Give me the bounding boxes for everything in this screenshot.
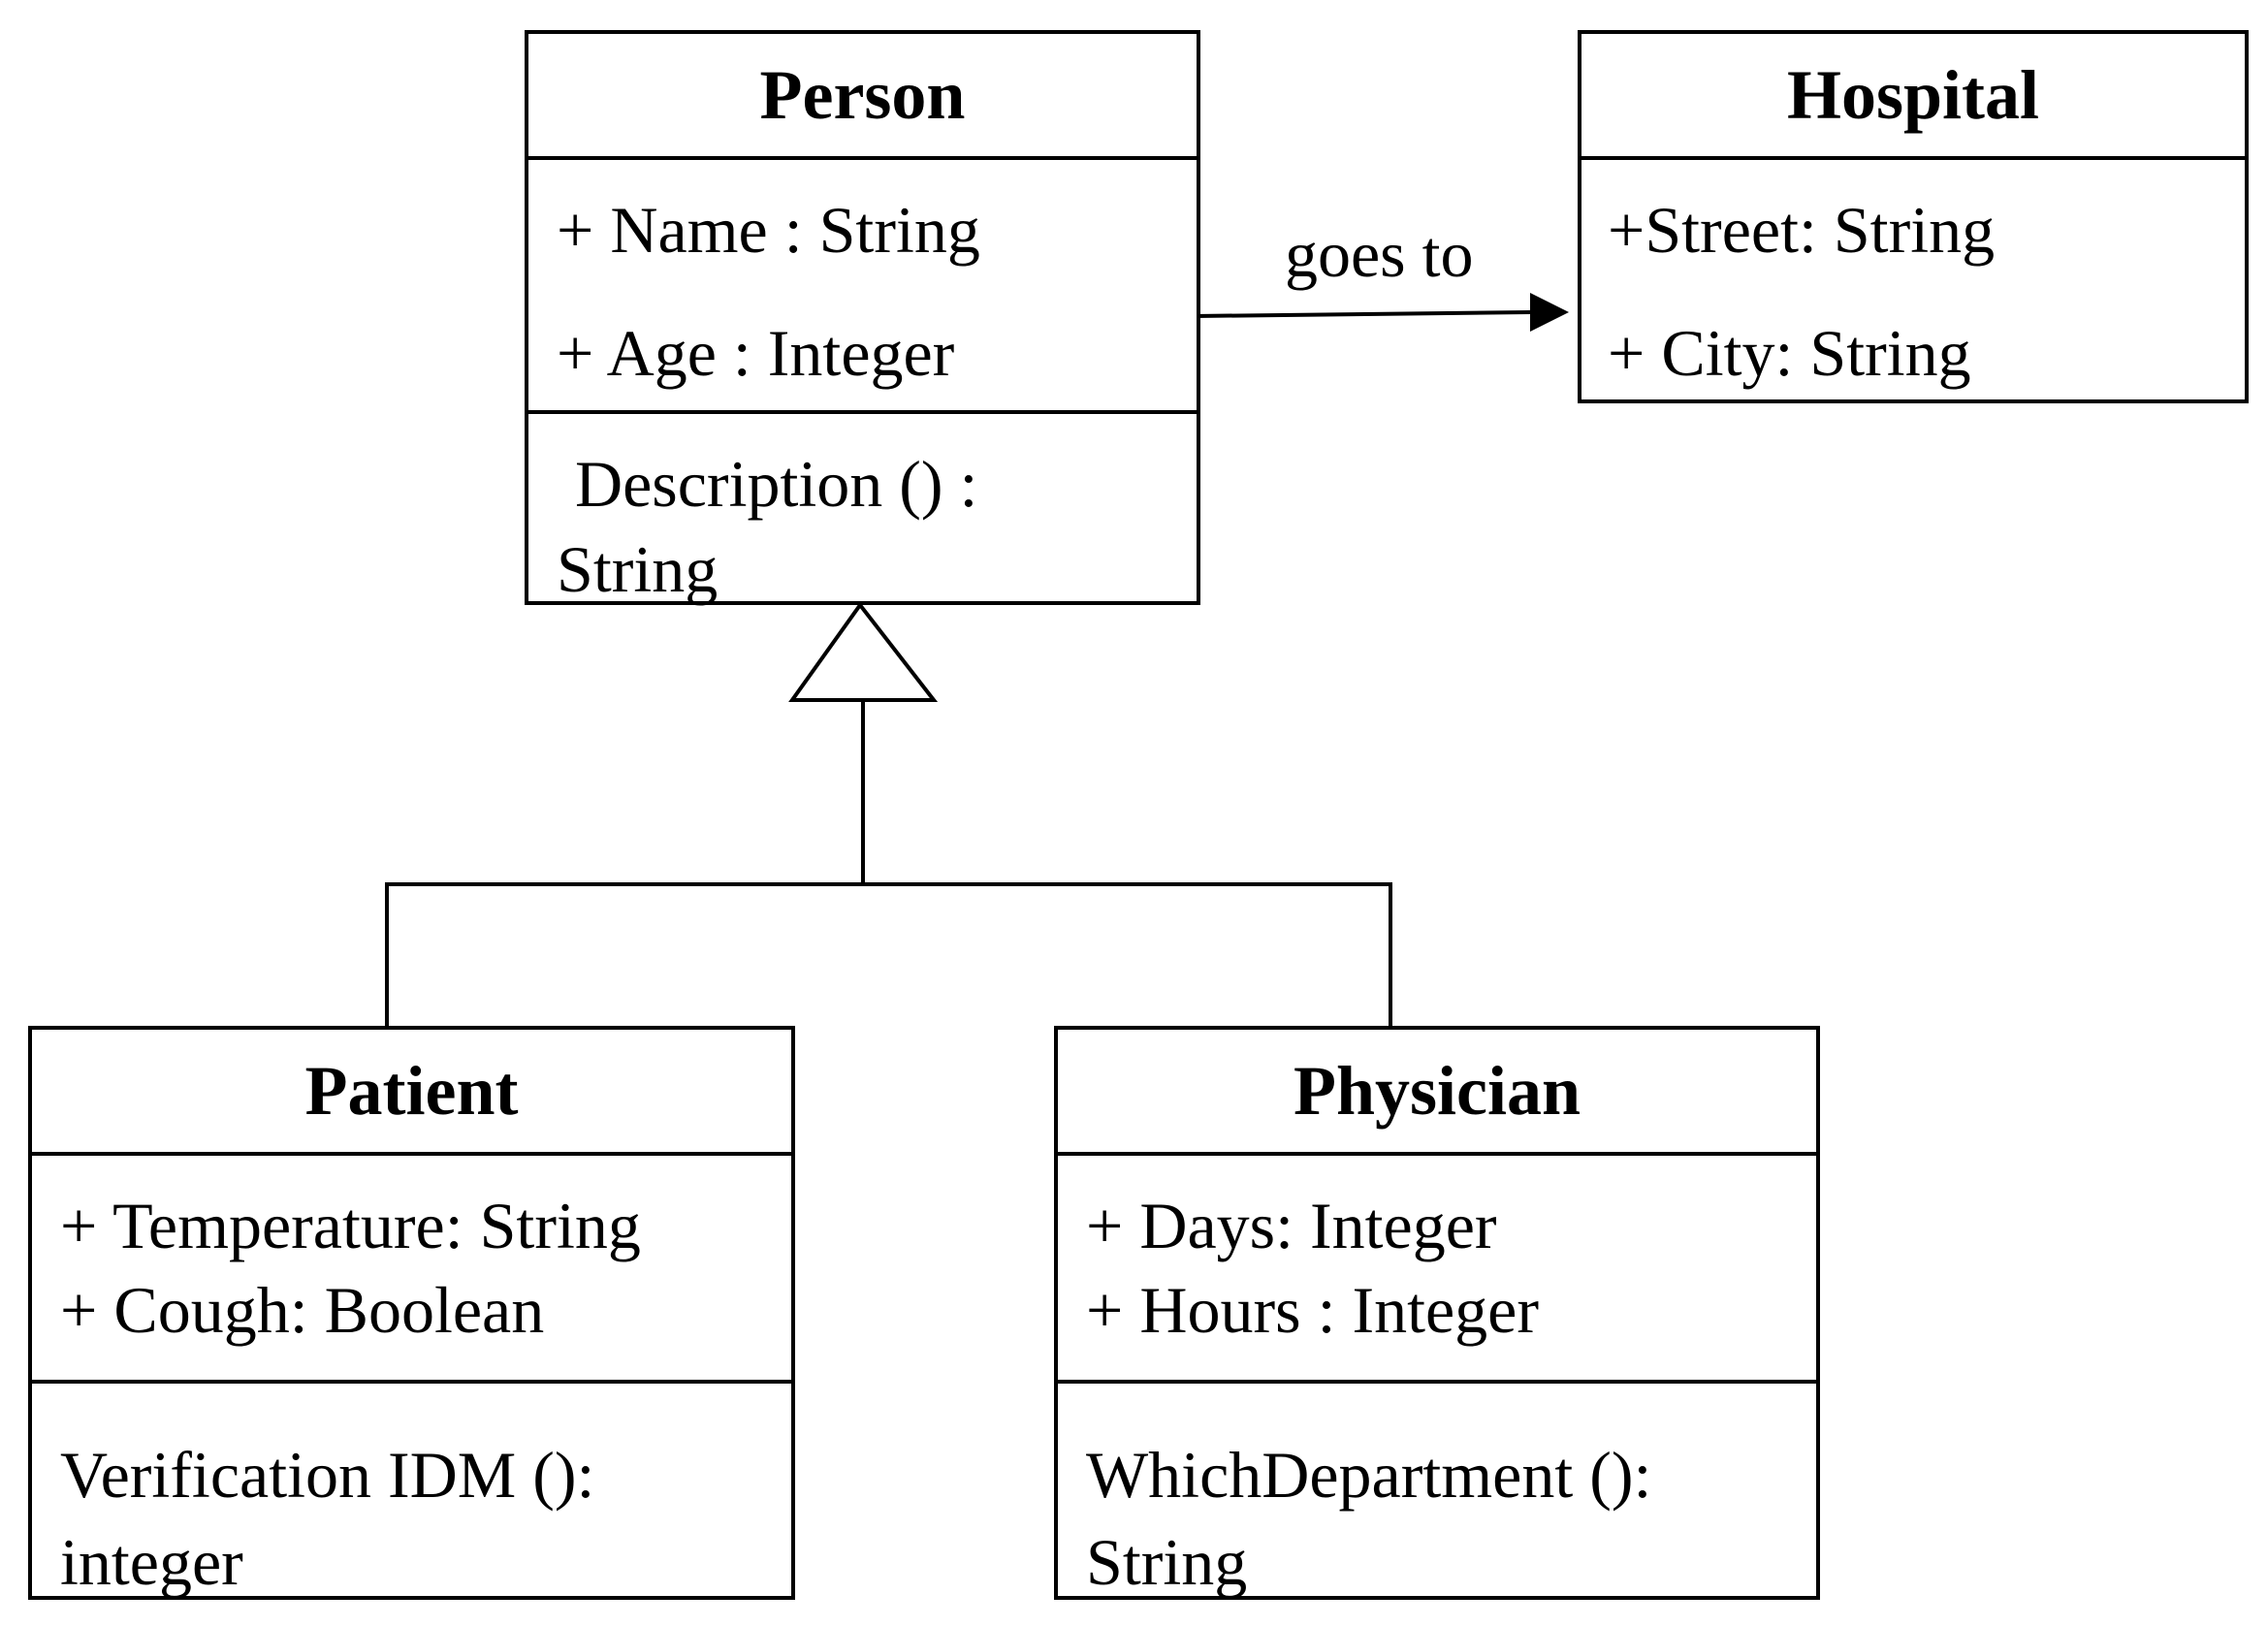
class-header: Patient bbox=[32, 1030, 791, 1156]
class-header: Physician bbox=[1058, 1030, 1816, 1156]
operations-section: Verification IDM (): integer bbox=[32, 1384, 791, 1596]
attribute-item: + Cough: Boolean bbox=[60, 1273, 545, 1347]
class-person[interactable]: Person + Name : String + Age : Integer D… bbox=[525, 30, 1200, 605]
operation-item: String bbox=[1086, 1525, 1248, 1599]
association-label: goes to bbox=[1285, 217, 1474, 291]
operation-item: Verification IDM (): bbox=[60, 1438, 595, 1512]
operation-item: WhichDepartment (): bbox=[1086, 1438, 1652, 1512]
attribute-item: + Hours : Integer bbox=[1086, 1273, 1540, 1347]
class-header: Person bbox=[528, 34, 1197, 160]
attributes-section: + Name : String + Age : Integer bbox=[528, 160, 1197, 414]
class-hospital[interactable]: Hospital +Street: String + City: String bbox=[1578, 30, 2249, 403]
class-header: Hospital bbox=[1581, 34, 2245, 160]
class-name: Physician bbox=[1293, 1052, 1581, 1130]
generalization-triangle bbox=[788, 601, 939, 702]
operation-item: String bbox=[557, 532, 719, 606]
attribute-item: + Days: Integer bbox=[1086, 1189, 1497, 1262]
attribute-item: +Street: String bbox=[1608, 193, 1996, 267]
class-patient[interactable]: Patient + Temperature: String + Cough: B… bbox=[28, 1026, 795, 1600]
operation-item: Description () : bbox=[575, 447, 978, 521]
association-line bbox=[1194, 310, 1533, 318]
operations-section: WhichDepartment (): String bbox=[1058, 1384, 1816, 1596]
operation-item: integer bbox=[60, 1525, 243, 1599]
attributes-section: + Days: Integer + Hours : Integer bbox=[1058, 1156, 1816, 1384]
class-name: Person bbox=[759, 56, 966, 134]
class-name: Patient bbox=[304, 1052, 519, 1130]
class-physician[interactable]: Physician + Days: Integer + Hours : Inte… bbox=[1054, 1026, 1820, 1600]
association-arrowhead bbox=[1530, 293, 1569, 332]
attribute-item: + Temperature: String bbox=[60, 1189, 641, 1262]
operations-section: Description () : String bbox=[528, 414, 1197, 606]
attributes-section: +Street: String + City: String bbox=[1581, 160, 2245, 399]
attribute-item: + Name : String bbox=[557, 193, 980, 267]
attributes-section: + Temperature: String + Cough: Boolean bbox=[32, 1156, 791, 1384]
attribute-item: + Age : Integer bbox=[557, 316, 955, 390]
class-name: Hospital bbox=[1786, 56, 2040, 134]
attribute-item: + City: String bbox=[1608, 316, 1971, 390]
